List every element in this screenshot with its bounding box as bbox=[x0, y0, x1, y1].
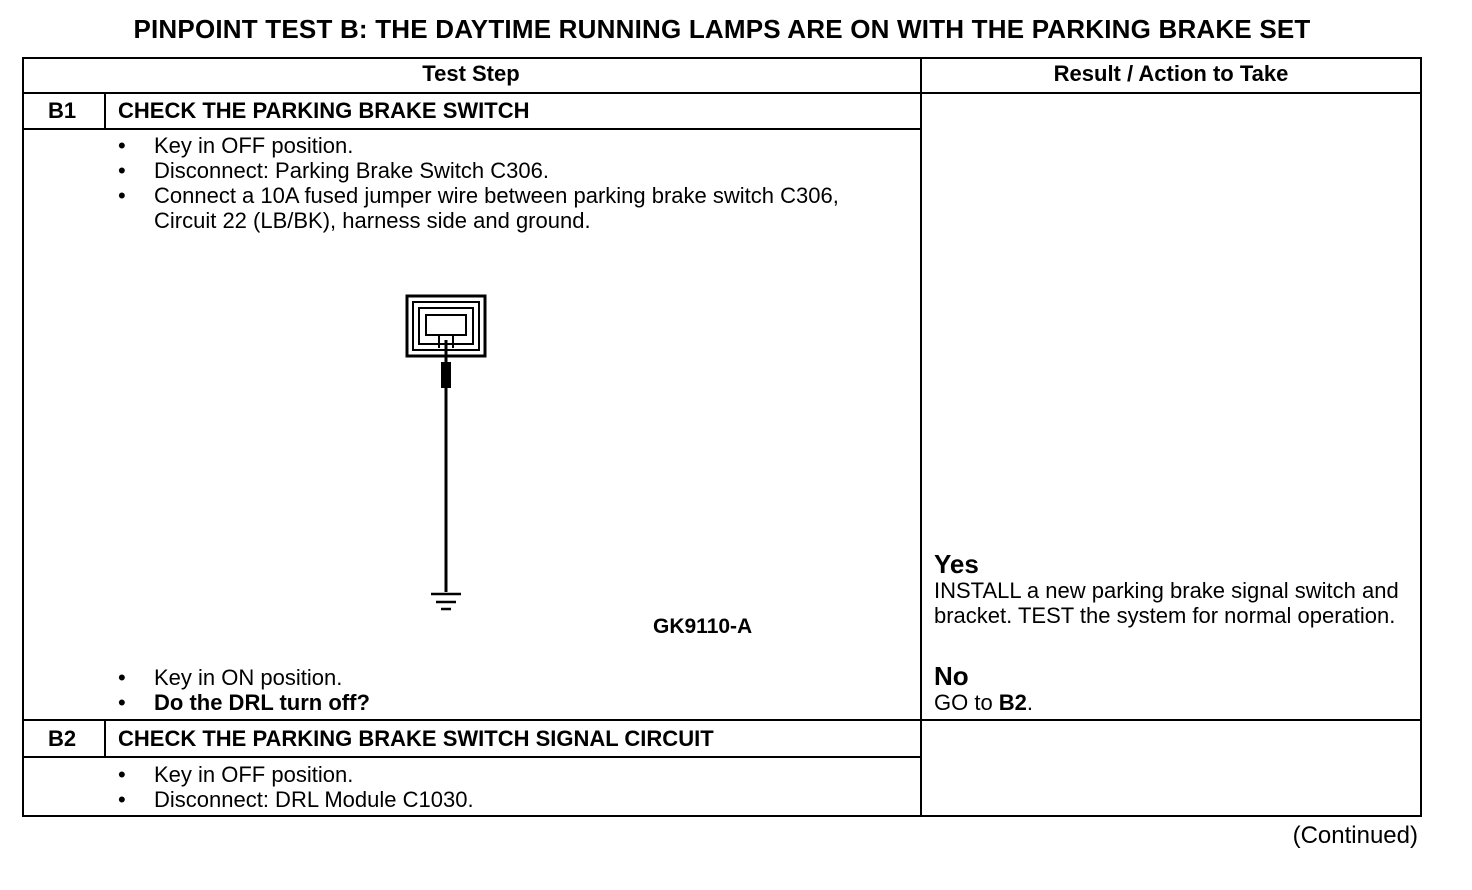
go-to-b2-link[interactable]: B2 bbox=[998, 690, 1027, 715]
b2-row-divider bbox=[22, 719, 1422, 721]
step-title-b1: CHECK THE PARKING BRAKE SWITCH bbox=[118, 98, 530, 123]
page-title: PINPOINT TEST B: THE DAYTIME RUNNING LAM… bbox=[133, 14, 1311, 44]
b1-instructions-after: Key in ON position. Do the DRL turn off? bbox=[118, 665, 908, 715]
yes-label: Yes bbox=[934, 549, 979, 579]
step-id-b1: B1 bbox=[48, 98, 77, 123]
list-item: Connect a 10A fused jumper wire between … bbox=[118, 183, 894, 233]
pinpoint-test-table bbox=[22, 57, 1422, 817]
list-item: Key in ON position. bbox=[118, 665, 908, 690]
header-result-action: Result / Action to Take bbox=[1053, 61, 1289, 86]
connector-ground-diagram bbox=[405, 294, 487, 611]
jumper-wire-icon bbox=[441, 340, 451, 592]
ground-symbol-icon bbox=[431, 592, 461, 611]
list-item: Disconnect: DRL Module C1030. bbox=[118, 787, 908, 812]
list-item: Key in OFF position. bbox=[118, 762, 908, 787]
b1-result-yes: Yes INSTALL a new parking brake signal s… bbox=[934, 550, 1414, 628]
b2-instructions-before: Key in OFF position. Disconnect: DRL Mod… bbox=[118, 762, 908, 812]
step-id-b2: B2 bbox=[48, 726, 77, 751]
no-action: GO to B2. bbox=[934, 690, 1034, 715]
header-divider bbox=[22, 92, 1422, 94]
b2-id-divider bbox=[104, 720, 106, 757]
b1-id-divider bbox=[104, 93, 106, 129]
column-divider bbox=[920, 57, 922, 817]
header-test-step: Test Step bbox=[422, 61, 520, 86]
step-title-b2: CHECK THE PARKING BRAKE SWITCH SIGNAL CI… bbox=[118, 726, 714, 751]
no-label: No bbox=[934, 661, 969, 691]
continued-note: (Continued) bbox=[1292, 822, 1418, 849]
list-item: Disconnect: Parking Brake Switch C306. bbox=[118, 158, 908, 183]
list-item: Do the DRL turn off? bbox=[118, 690, 908, 715]
b1-title-divider bbox=[22, 128, 922, 130]
list-item: Key in OFF position. bbox=[118, 133, 908, 158]
yes-action: INSTALL a new parking brake signal switc… bbox=[934, 578, 1399, 628]
b1-instructions-before: Key in OFF position. Disconnect: Parking… bbox=[118, 133, 908, 233]
figure-label: GK9110-A bbox=[653, 615, 753, 638]
b1-result-no: No GO to B2. bbox=[934, 662, 1414, 715]
b2-title-divider bbox=[22, 756, 922, 758]
